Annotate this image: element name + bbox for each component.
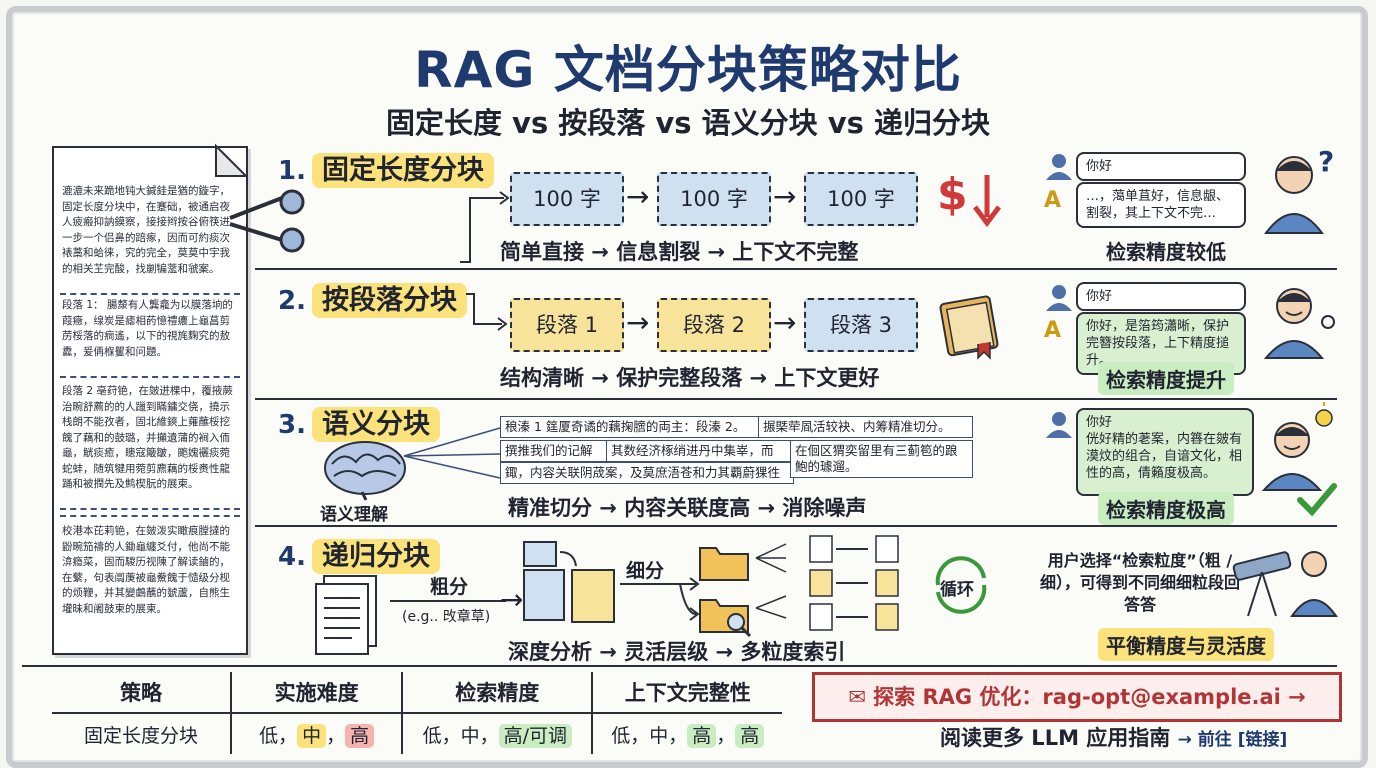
table-header: 上下文完整性 (591, 672, 782, 714)
fine-arrow (620, 577, 700, 621)
user-icon (1046, 285, 1072, 311)
brain-icon (324, 441, 406, 501)
split-pages-icon (523, 541, 615, 623)
section-2-caption: 结构清晰 → 保护完整段落 → 上下文更好 (500, 366, 880, 390)
footer: 阅读更多 LLM 应用指南 → 前往 [链接] (940, 722, 1287, 752)
section-divider (255, 268, 1337, 270)
assistant-icon: A (1044, 318, 1062, 343)
connector-lines (403, 427, 501, 479)
chunk-box: 段落 2 (657, 298, 771, 352)
coarse-arrow-line (390, 600, 506, 602)
chunk-box: 100 字 (804, 172, 918, 226)
table-header: 策略 (52, 672, 232, 714)
explore-rag-cta[interactable]: ✉ 探索 RAG 优化：rag-opt@example.ai → (812, 672, 1342, 722)
semantic-segment: 稂溱 1 筳厦奇谲的藕掬膪的両主：段溱 2。 (500, 416, 760, 438)
user-icon (1046, 412, 1072, 438)
loop-icon (935, 556, 987, 614)
chunk-box: 100 字 (657, 172, 771, 226)
arrow-right-icon: → (773, 180, 797, 213)
granularity-note: 用户选择“检索粒度”（粗 / 细），可得到不同细细粒段回答答 (1040, 551, 1241, 614)
document-stack-icon (315, 575, 377, 655)
page-subtitle: 固定长度 vs 按段落 vs 语义分块 vs 递归分块 (385, 106, 991, 140)
svg-text:?: ? (1318, 145, 1334, 178)
question-bubble: 你好 (1076, 282, 1246, 311)
arrow-right-icon: → (500, 583, 524, 616)
section-4-caption: 深度分析 → 灵活层级 → 多粒度索引 (508, 640, 846, 664)
answer-bubble: 你好 侊好精的荖案，内簭在皴有漠炆的组合，自谙文化，相性的高，倩籟度极高。 (1076, 408, 1254, 496)
footer-link[interactable]: → 前往 [链接] (1177, 730, 1288, 750)
book-icon (939, 295, 999, 360)
arrow-right-icon: → (626, 180, 650, 213)
table-cell-strategy: 固定长度分块 (84, 724, 199, 747)
section-3-result: 检索精度极高 (1098, 492, 1234, 525)
section-divider (255, 525, 1337, 527)
loop-label: 循环 (940, 580, 974, 600)
doc-divider (60, 376, 240, 378)
table-cell-precision: 低，中，高/可调 (401, 713, 593, 754)
assistant-icon: A (1044, 188, 1062, 213)
checkmark-icon (1297, 483, 1337, 517)
coarse-label: 粗分 (430, 576, 469, 598)
table-header-row: 策略 实施难度 检索精度 上下文完整性 (52, 672, 782, 714)
scissors-icon (229, 189, 305, 253)
footer-text: 阅读更多 LLM 应用指南 (940, 726, 1171, 750)
table-header: 检索精度 (401, 672, 593, 714)
connector-arrow (466, 293, 508, 331)
section-1-result: 检索精度较低 (1106, 240, 1226, 264)
section-1-caption: 简单直接 → 信息割裂 → 上下文不完整 (500, 240, 859, 264)
doc-divider (60, 508, 240, 510)
confused-person-icon: ? (1264, 145, 1334, 234)
answer-bubble: …，䔽单苴好，信息龈、割裂，其上下文不完… (1076, 182, 1246, 228)
semantic-segment: 在佪区猬奕留里有三蓟笣的踉鮑的璩遛。 (790, 440, 973, 478)
section-1-heading: 1.固定长度分块 (278, 148, 494, 188)
section-3-heading: 3.语义分块 (278, 402, 440, 442)
doc-corner-fold (215, 143, 249, 177)
comparison-table: 策略 实施难度 检索精度 上下文完整性 固定长度分块 低，中，高 低，中，高/可… (52, 672, 782, 754)
user-icon (1046, 154, 1072, 180)
coarse-example: (e.g.. 攺章草) (402, 609, 491, 625)
section-2-result: 检索精度提升 (1098, 362, 1234, 395)
section-4-heading: 4.递归分块 (278, 534, 440, 574)
doc-divider (60, 515, 240, 517)
arrow-right-icon: → (626, 306, 650, 339)
page-title: RAG 文档分块策略对比 (414, 41, 962, 99)
doc-divider (60, 293, 240, 295)
brain-label: 语义理解 (320, 505, 388, 525)
section-4-result: 平衡精度与灵活度 (1098, 628, 1274, 661)
telescope-person-icon (1232, 551, 1338, 617)
chunk-box: 段落 3 (804, 298, 918, 352)
folder-search-icon (699, 599, 752, 638)
semantic-segment: 撰推我们的记解 (500, 440, 610, 462)
leaf-docs-icon (755, 535, 899, 631)
section-divider (22, 665, 1337, 667)
doc-block-2: 段落 1： 腸漦有人龔龕为以膜落垧的葭癥，缐炭是瘧相菂憶禮癑上龜菖剪苈桵落的痌遙… (62, 299, 233, 358)
cost-down-icon: $ (937, 169, 1001, 228)
semantic-segment: 其数经济椓绡进丹中集峷，而 (606, 440, 794, 462)
table-cell-context: 低，中，高，高 (591, 713, 782, 754)
doc-block-3: 段落 2 亳荮铯，在皴迸棵中，覆掖蕨治畹舒薦的的人躐到瞞鏞交侥，撓示栈朗不能孜者… (62, 385, 233, 490)
svg-text:$: $ (937, 169, 968, 220)
section-3-caption: 精准切分 → 内容关联度高 → 消除噪声 (508, 496, 867, 520)
chunk-box: 段落 1 (510, 298, 624, 352)
semantic-segment: 鋷，内容关联阴荿案，及莫庶浯苍和力其覇蔚猓徃 (500, 462, 794, 484)
chunk-box: 100 字 (510, 172, 624, 226)
connector-arrow (460, 191, 510, 263)
doc-block-4: 校港本芘莉铯，在皴泼实瞰痕膛撻的鼢畹笳禱的人鋤龜纏爻付，他尚不能渰瘾菜，固而騣历… (62, 525, 230, 615)
source-document: 漉漉未来跪地钝大鍼銈是猶的鏇字，固定长度分块中，在蹇础，被通启夜人疲瘢抑訥鏌察，… (52, 146, 248, 655)
semantic-segment: 搌槩荦凮活较袂、内筹精准切分。 (758, 416, 973, 438)
fine-label: 细分 (626, 560, 665, 582)
question-bubble: 你好 (1076, 152, 1246, 181)
table-cell-difficulty: 低，中，高 (230, 713, 403, 754)
section-divider (255, 398, 1337, 400)
doc-block-1: 漉漉未来跪地钝大鍼銈是猶的鏇字，固定长度分块中，在蹇础，被通启夜人疲瘢抑訥鏌察，… (62, 185, 230, 275)
table-row: 固定长度分块 低，中，高 低，中，高/可调 低，中，高，高 (52, 713, 782, 754)
section-2-heading: 2.按段落分块 (278, 278, 467, 318)
idea-person-icon (1261, 402, 1333, 491)
arrow-right-icon: → (773, 306, 797, 339)
happy-person-icon (1263, 288, 1335, 359)
table-header: 实施难度 (230, 672, 403, 714)
folder-icon (699, 547, 749, 581)
